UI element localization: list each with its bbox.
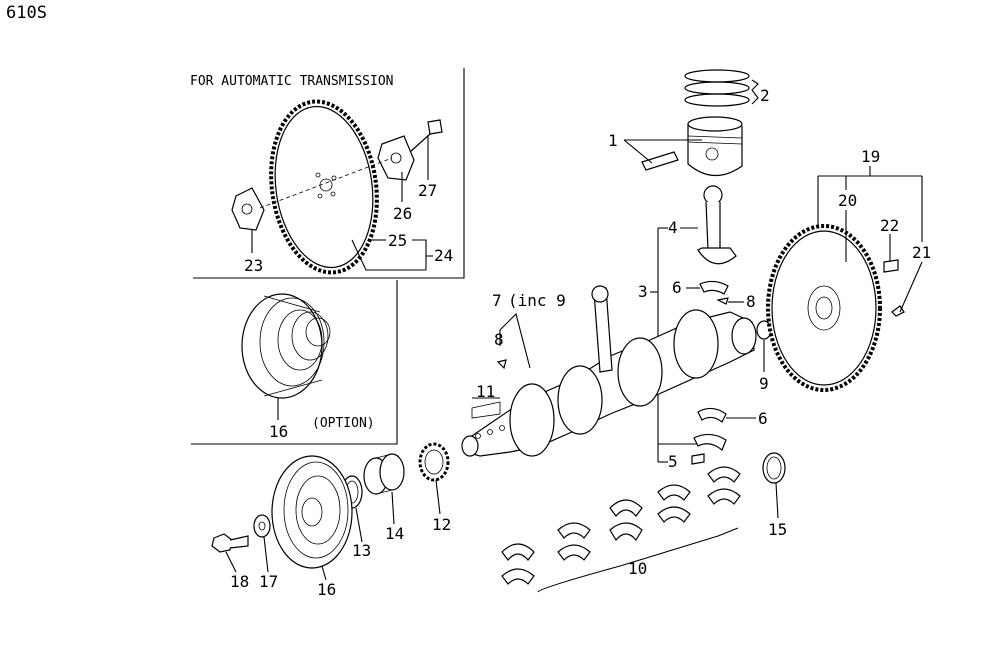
option-pulley-part[interactable] [241, 293, 331, 399]
oil-pump-drive-part[interactable] [363, 453, 405, 495]
flywheel-bolt-part[interactable] [883, 259, 899, 273]
main-bearings-part[interactable] [501, 466, 741, 585]
callout-6-upper: 6 [672, 278, 682, 297]
callout-5: 5 [668, 452, 678, 471]
pulley-bolt-part[interactable] [211, 533, 249, 553]
callout-8-left: 8 [494, 330, 504, 349]
callout-2: 2 [760, 86, 770, 105]
callout-9: 9 [759, 374, 769, 393]
flywheel-part[interactable] [766, 224, 882, 392]
automatic-transmission-note: FOR AUTOMATIC TRANSMISSION [190, 74, 394, 89]
diagram-code: 610S [6, 3, 47, 23]
callout-24: 24 [434, 246, 453, 265]
callout-10: 10 [628, 559, 647, 578]
rod-bearing-upper-part[interactable] [699, 280, 729, 295]
callout-20: 20 [838, 191, 857, 210]
callout-23: 23 [244, 256, 263, 275]
callout-22: 22 [880, 216, 899, 235]
connecting-rod-part[interactable] [697, 185, 737, 265]
callout-7: 7 [492, 291, 502, 310]
inset-frames [191, 68, 465, 445]
callout-17: 17 [259, 572, 278, 591]
callout-18: 18 [230, 572, 249, 591]
callout-13: 13 [352, 541, 371, 560]
piston-pin-part[interactable] [641, 151, 679, 171]
callout-15: 15 [768, 520, 787, 539]
option-note: (OPTION) [312, 416, 375, 431]
rod-bearing-lower-part[interactable] [691, 407, 727, 465]
callout-8-right: 8 [746, 292, 756, 311]
callout-3: 3 [638, 282, 648, 301]
callout-16: 16 [317, 580, 336, 599]
crank-key-part[interactable] [471, 401, 501, 419]
callout-27: 27 [418, 181, 437, 200]
callout-16-option: 16 [269, 422, 288, 441]
crankshaft-part[interactable] [461, 309, 757, 457]
callout-6-lower: 6 [758, 409, 768, 428]
pulley-washer-part[interactable] [253, 514, 271, 538]
callout-26: 26 [393, 204, 412, 223]
piston-rings-part[interactable] [684, 69, 750, 107]
crank-rod-assembly-part[interactable] [591, 285, 613, 373]
callout-4: 4 [668, 218, 678, 237]
spacer-plate-part[interactable] [377, 135, 415, 181]
inc-note: (inc 9 [508, 291, 566, 310]
piston-part[interactable] [687, 116, 743, 177]
callout-14: 14 [385, 524, 404, 543]
callout-25: 25 [388, 231, 407, 250]
callout-19: 19 [861, 147, 880, 166]
crank-sprocket-part[interactable] [418, 442, 450, 482]
drive-plate-part[interactable] [261, 95, 388, 280]
reinforcement-plate-part[interactable] [231, 187, 265, 231]
callout-21: 21 [912, 243, 931, 262]
rear-oil-seal-part[interactable] [762, 452, 786, 484]
drive-plate-bolt-part[interactable] [409, 119, 443, 153]
callout-11: 11 [476, 382, 495, 401]
callout-12: 12 [432, 515, 451, 534]
callout-1: 1 [608, 131, 618, 150]
crank-pulley-part[interactable] [271, 455, 353, 569]
